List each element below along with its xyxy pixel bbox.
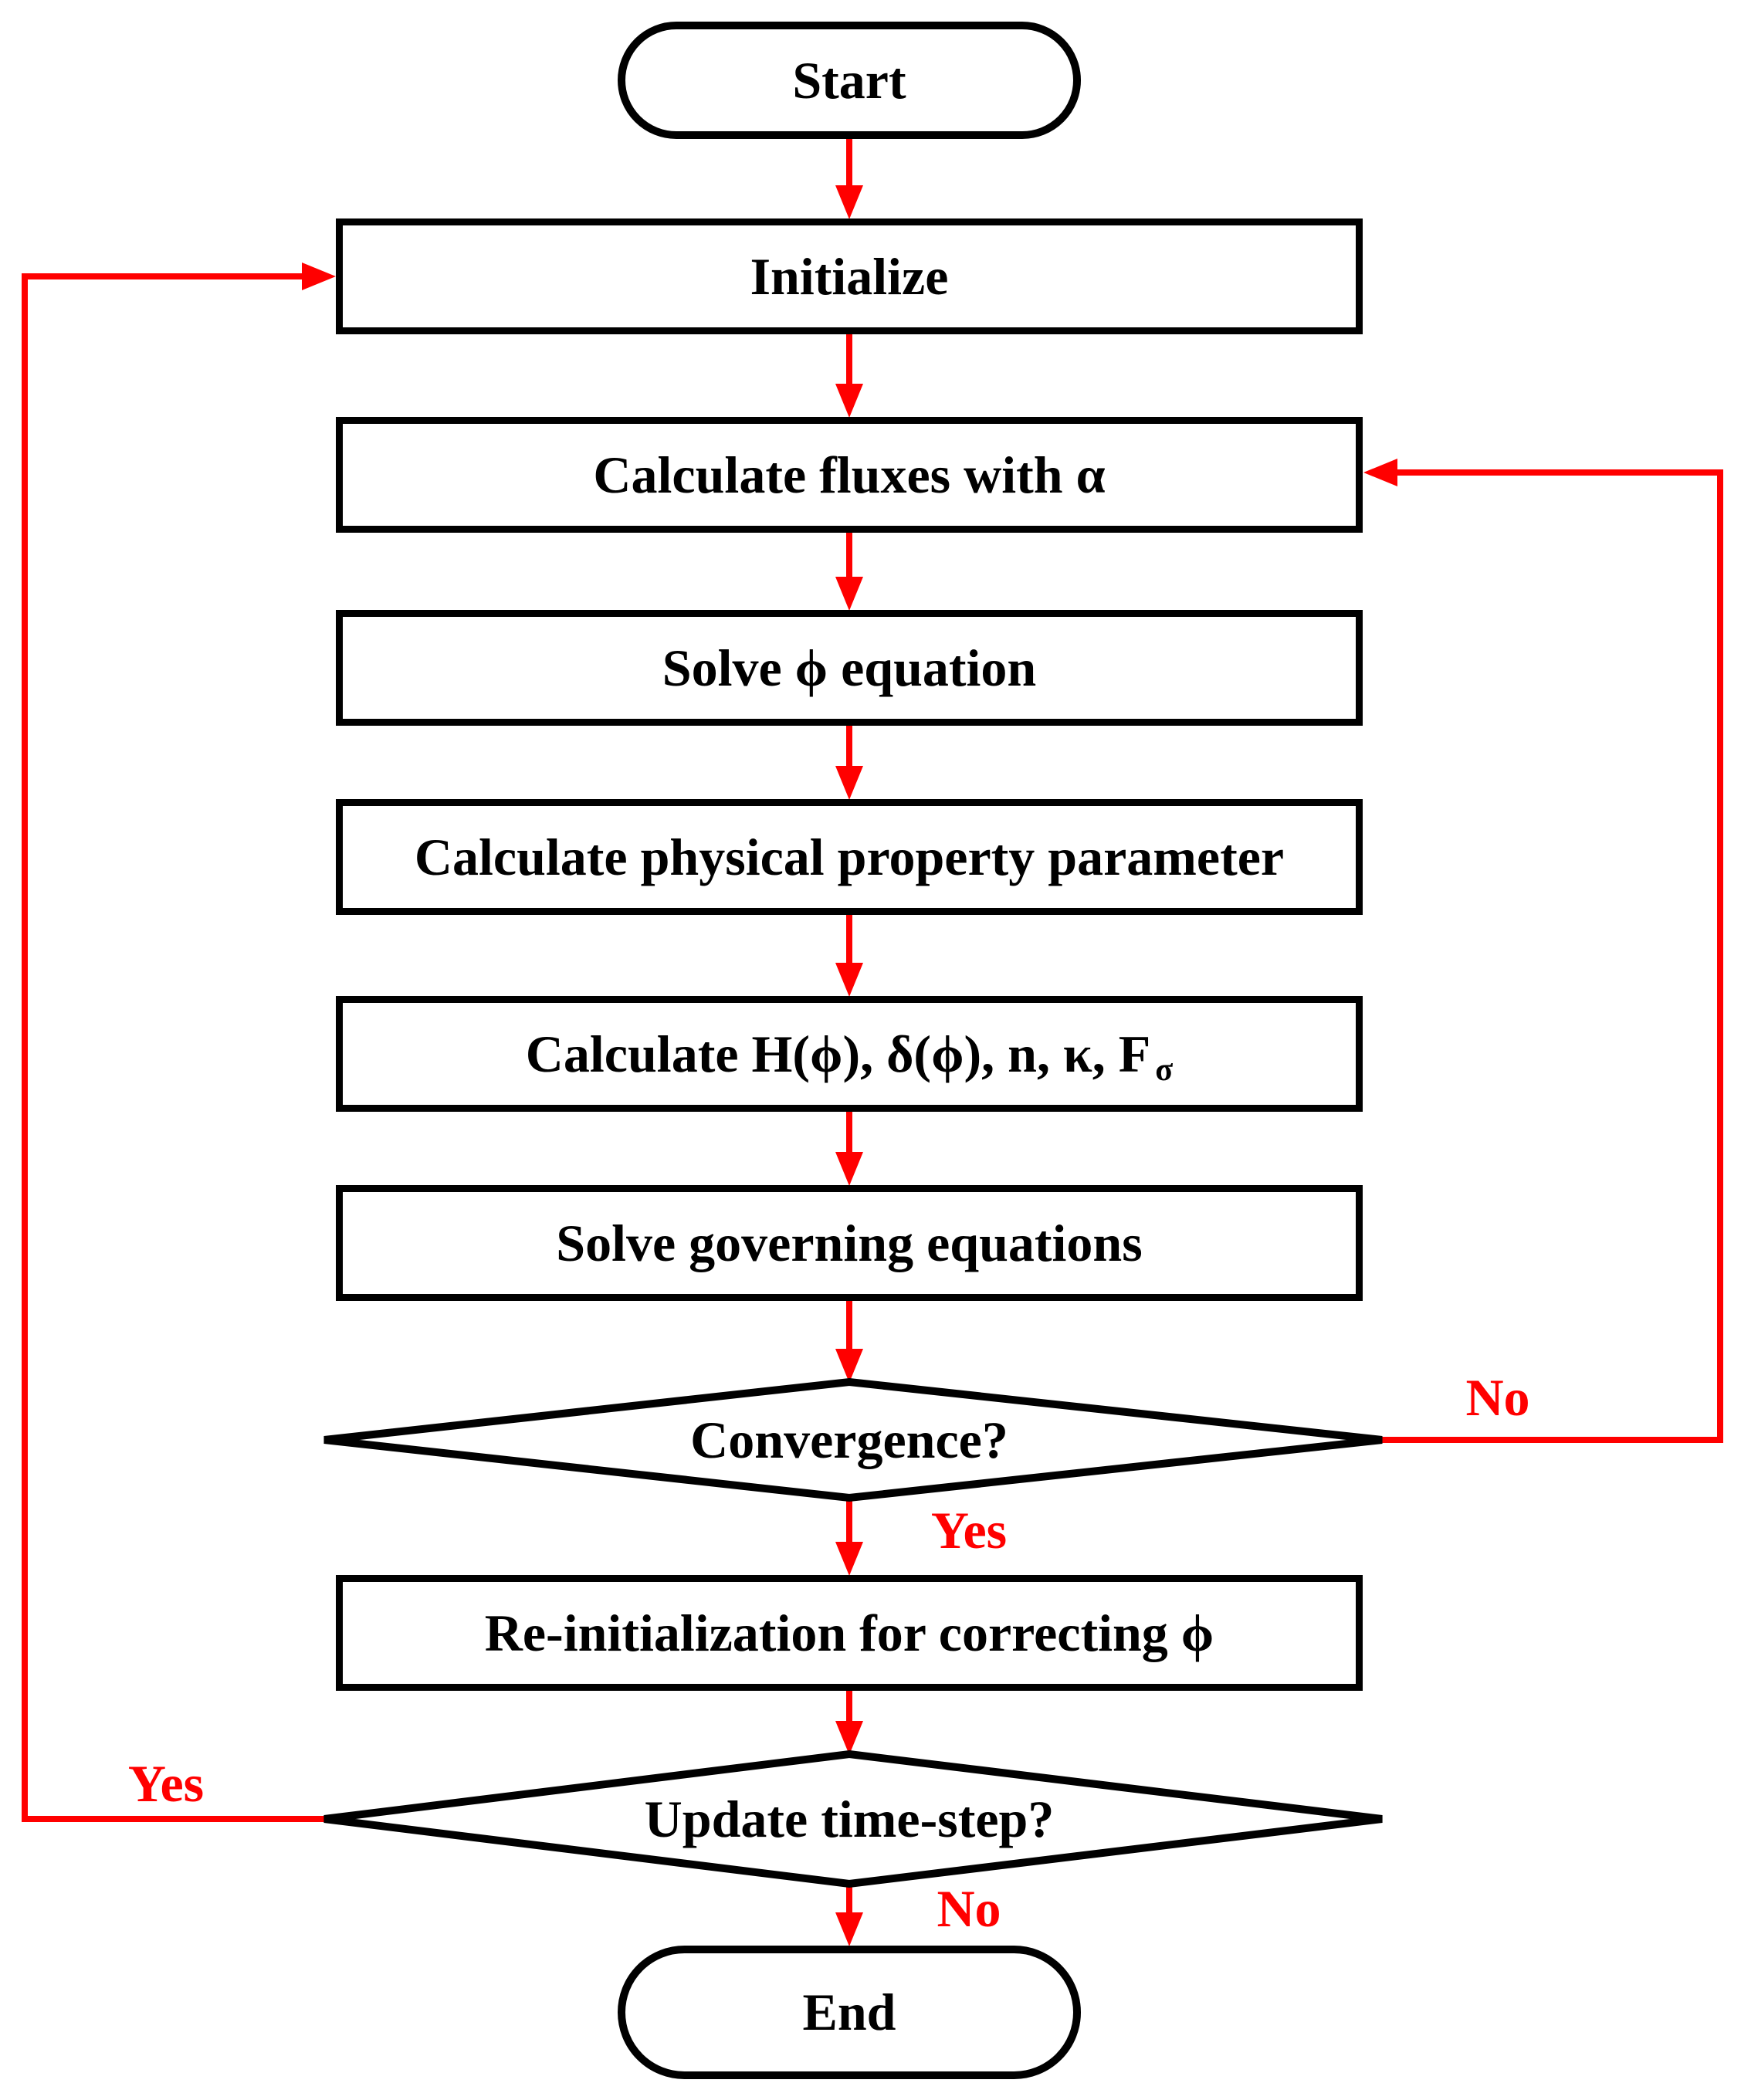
edge-label-convergence-yes: Yes [930,1501,1008,1560]
edge-label-update-yes: Yes [127,1754,205,1813]
calc-fluxes-label: Calculate fluxes with α [593,445,1106,504]
calc-physical-label: Calculate physical property parameter [414,827,1285,886]
arrow-convergence-yes-to-reinit [835,1498,863,1576]
arrow-start-to-initialize [835,139,863,219]
arrow-convergence-no-loop [1363,459,1723,1443]
calc-fluxes-box: Calculate fluxes with α [336,417,1363,533]
reinit-box: Re-initialization for correcting ϕ [336,1575,1363,1691]
solve-phi-box: Solve ϕ equation [336,610,1363,726]
start-label: Start [792,50,906,110]
reinit-label: Re-initialization for correcting ϕ [484,1603,1214,1662]
calc-h-subscript: σ [1155,1052,1174,1089]
arrow-solve-phi-to-calc-physical [835,726,863,800]
arrow-initialize-to-calc-fluxes [835,334,863,418]
solve-governing-box: Solve governing equations [336,1185,1363,1301]
arrow-calc-physical-to-calc-h [835,915,863,997]
update-timestep-diamond-label: Update time-step? [644,1790,1055,1848]
end-node: End [618,1946,1081,2079]
arrow-update-yes-loop [22,262,336,1822]
arrow-solve-governing-to-convergence [835,1301,863,1383]
end-label: End [802,1983,896,2041]
update-timestep-diamond-shape [323,1749,1383,1888]
convergence-diamond-shape [323,1377,1383,1502]
initialize-box: Initialize [336,218,1363,334]
convergence-diamond-label: Convergence? [690,1411,1008,1469]
edge-label-update-no: No [937,1879,1001,1938]
solve-phi-label: Solve ϕ equation [662,638,1037,697]
arrow-calc-h-to-solve-governing [835,1112,863,1186]
arrow-reinit-to-update-timestep [835,1691,863,1755]
edge-label-convergence-no: No [1465,1368,1530,1427]
start-node: Start [618,22,1081,139]
arrow-update-no-to-end [835,1884,863,1946]
calc-physical-box: Calculate physical property parameter [336,799,1363,915]
initialize-label: Initialize [750,246,949,306]
arrow-calc-fluxes-to-solve-phi [835,533,863,611]
solve-governing-label: Solve governing equations [556,1213,1143,1272]
